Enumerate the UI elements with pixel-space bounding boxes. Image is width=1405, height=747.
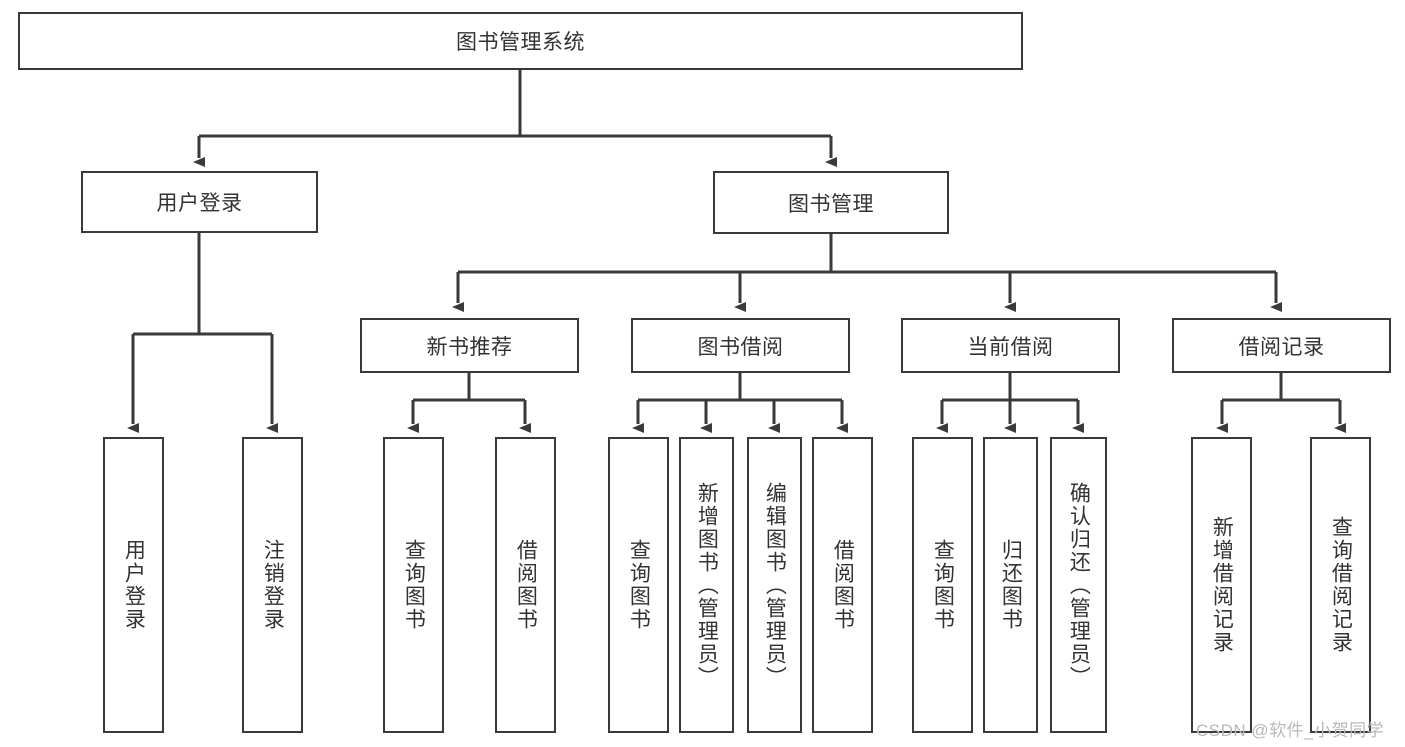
leaf-query-borrow-record[interactable]: 查询借阅记录 <box>1310 437 1371 733</box>
node-label: 新书推荐 <box>426 335 513 359</box>
node-label: 编辑图书（管理员） <box>763 481 787 689</box>
leaf-query-book-current[interactable]: 查询图书 <box>912 437 973 733</box>
watermark-text: CSDN @软件_小贺同学 <box>1196 721 1385 740</box>
leaf-borrow-book[interactable]: 借阅图书 <box>812 437 873 733</box>
leaf-add-borrow-record[interactable]: 新增借阅记录 <box>1191 437 1252 733</box>
node-book-borrow[interactable]: 图书借阅 <box>631 318 850 373</box>
node-label: 注销登录 <box>261 539 285 631</box>
node-new-book-recommend[interactable]: 新书推荐 <box>360 318 579 373</box>
leaf-logout-login[interactable]: 注销登录 <box>242 437 303 733</box>
node-label: 图书借阅 <box>697 335 784 359</box>
node-label: 查询图书 <box>627 539 651 631</box>
node-current-borrow[interactable]: 当前借阅 <box>901 318 1120 373</box>
node-label: 查询图书 <box>931 539 955 631</box>
node-borrow-record[interactable]: 借阅记录 <box>1172 318 1391 373</box>
leaf-query-book-borrow[interactable]: 查询图书 <box>608 437 669 733</box>
leaf-borrow-book-recommend[interactable]: 借阅图书 <box>495 437 556 733</box>
node-label: 新增图书（管理员） <box>695 481 719 689</box>
node-label: 查询图书 <box>402 539 426 631</box>
node-label: 用户登录 <box>122 539 146 631</box>
node-label: 借阅记录 <box>1238 335 1325 359</box>
node-user-login[interactable]: 用户登录 <box>81 171 318 233</box>
node-label: 借阅图书 <box>514 539 538 631</box>
leaf-edit-book-admin[interactable]: 编辑图书（管理员） <box>747 437 802 733</box>
leaf-return-book[interactable]: 归还图书 <box>983 437 1038 733</box>
leaf-confirm-return-admin[interactable]: 确认归还（管理员） <box>1050 437 1107 733</box>
node-label: 查询借阅记录 <box>1329 516 1353 654</box>
node-label: 当前借阅 <box>967 335 1054 359</box>
leaf-user-login[interactable]: 用户登录 <box>103 437 164 733</box>
node-label: 图书管理 <box>788 192 874 216</box>
node-root-system[interactable]: 图书管理系统 <box>18 12 1023 70</box>
node-label: 图书管理系统 <box>456 31 585 54</box>
node-label: 新增借阅记录 <box>1210 516 1234 654</box>
leaf-add-book-admin[interactable]: 新增图书（管理员） <box>679 437 734 733</box>
leaf-query-book-recommend[interactable]: 查询图书 <box>383 437 444 733</box>
node-book-management[interactable]: 图书管理 <box>713 171 949 234</box>
node-label: 借阅图书 <box>831 539 855 631</box>
node-label: 归还图书 <box>999 539 1023 631</box>
node-label: 用户登录 <box>156 192 243 215</box>
node-label: 确认归还（管理员） <box>1067 481 1091 689</box>
